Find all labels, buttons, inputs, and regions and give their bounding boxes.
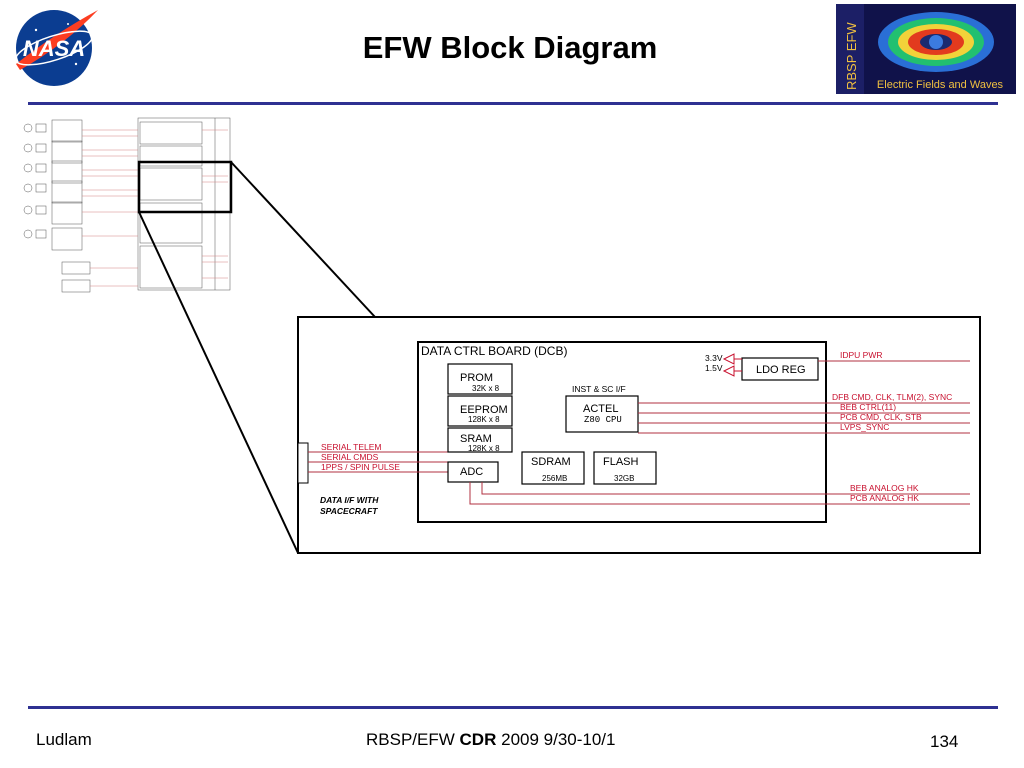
sdram-size: 256MB xyxy=(542,474,567,483)
signal-pcb-cmd: PCB CMD, CLK, STB xyxy=(840,412,922,422)
sram-block xyxy=(447,427,513,453)
footer-event-suffix: 2009 9/30-10/1 xyxy=(501,730,616,749)
signal-serial-telem: SERIAL TELEM xyxy=(321,442,381,452)
signal-serial-cmds: SERIAL CMDS xyxy=(321,452,379,462)
rbsp-efw-logo: RBSP EFW Electric Fields and Waves xyxy=(836,4,1016,94)
ldo-output-arrows xyxy=(722,353,742,377)
sram-label: SRAM xyxy=(460,433,492,445)
ldo-reg-block xyxy=(741,357,819,381)
rbsp-logo-subtitle: Electric Fields and Waves xyxy=(877,79,1004,91)
signal-beb-analog: BEB ANALOG HK xyxy=(850,483,919,493)
flash-size: 32GB xyxy=(614,474,634,483)
eeprom-size: 128K x 8 xyxy=(468,415,500,424)
nasa-logo-text: NASA xyxy=(23,36,85,61)
actel-sublabel: Z80 CPU xyxy=(584,415,622,425)
zoom-highlight-box xyxy=(137,160,233,214)
actel-label: ACTEL xyxy=(583,403,618,415)
nasa-logo: NASA xyxy=(15,10,98,86)
prom-label: PROM xyxy=(460,372,493,384)
footer-author: Ludlam xyxy=(36,730,92,749)
v15-label: 1.5V xyxy=(705,363,723,373)
signal-lvps-sync: LVPS_SYNC xyxy=(840,422,889,432)
sdram-label: SDRAM xyxy=(531,456,571,468)
right-signal-lines xyxy=(469,360,970,505)
dcb-board xyxy=(417,341,827,523)
sdram-block xyxy=(521,451,585,485)
zoom-connector-top xyxy=(230,161,376,318)
zoom-connector-bottom xyxy=(138,211,299,554)
signal-idpu-pwr: IDPU PWR xyxy=(840,350,883,360)
footer-event: RBSP/EFW CDR 2009 9/30-10/1 xyxy=(366,730,616,750)
prom-size: 32K x 8 xyxy=(472,384,500,393)
signal-dfb-cmd: DFB CMD, CLK, TLM(2), SYNC xyxy=(832,392,952,402)
footer-event-bold: CDR xyxy=(459,730,497,749)
signal-beb-ctrl: BEB CTRL(11) xyxy=(840,402,896,412)
inst-sc-if-label: INST & SC I/F xyxy=(572,384,626,394)
v33-label: 3.3V xyxy=(705,353,723,363)
header-rule xyxy=(28,102,998,105)
dcb-board-title: DATA CTRL BOARD (DCB) xyxy=(421,344,567,358)
ldo-reg-label: LDO REG xyxy=(756,364,806,376)
eeprom-label: EEPROM xyxy=(460,404,508,416)
left-signal-lines xyxy=(308,451,448,473)
page-number: 134 xyxy=(930,732,959,751)
footer-rule xyxy=(28,706,998,709)
adc-block xyxy=(447,461,499,483)
spacecraft-connector xyxy=(297,442,309,484)
prom-block xyxy=(447,363,513,395)
adc-label: ADC xyxy=(460,466,483,478)
signal-1pps-spin: 1PPS / SPIN PULSE xyxy=(321,462,400,472)
eeprom-block xyxy=(447,395,513,427)
signal-pcb-analog: PCB ANALOG HK xyxy=(850,493,919,503)
overview-thumbnail xyxy=(23,117,231,293)
flash-block xyxy=(593,451,657,485)
zoom-frame xyxy=(297,316,981,554)
footer-event-prefix: RBSP/EFW xyxy=(366,730,455,749)
page-title: EFW Block Diagram xyxy=(362,30,658,65)
data-if-label-2: SPACECRAFT xyxy=(320,506,378,516)
flash-label: FLASH xyxy=(603,456,639,468)
rbsp-logo-text: RBSP EFW xyxy=(844,22,859,90)
actel-block xyxy=(565,395,639,433)
data-if-label: DATA I/F WITH xyxy=(320,495,379,505)
sram-size: 128K x 8 xyxy=(468,444,500,453)
